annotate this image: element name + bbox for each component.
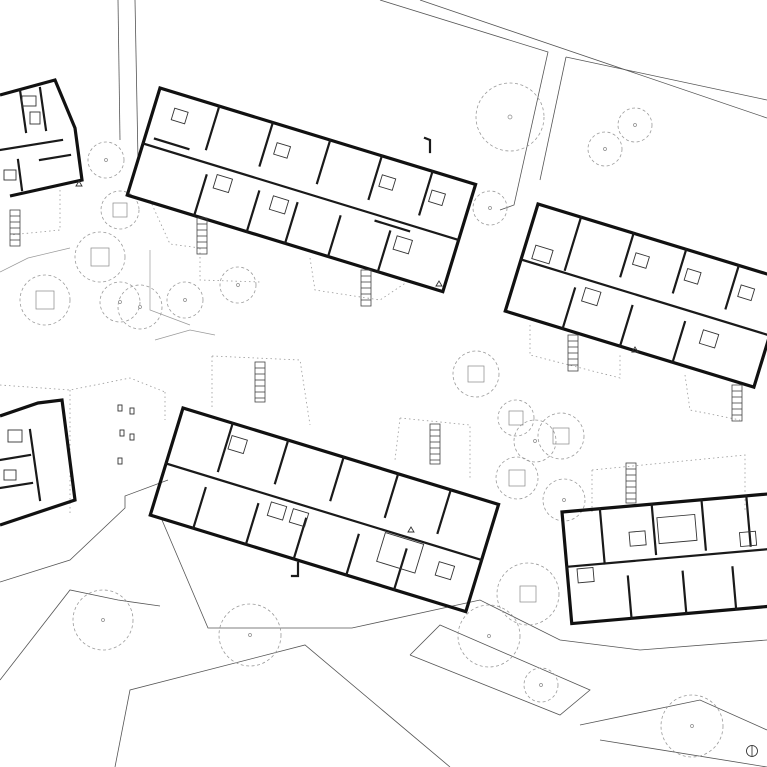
stair	[625, 462, 637, 504]
tree	[660, 694, 724, 758]
tree	[496, 562, 560, 626]
tree	[542, 478, 586, 522]
stair	[429, 423, 441, 465]
wall-marker	[290, 561, 300, 578]
north-arrow-icon	[746, 745, 758, 757]
tree	[117, 284, 163, 330]
block-left-partial	[0, 398, 135, 527]
stair	[360, 269, 372, 307]
tree	[537, 412, 585, 460]
tree	[495, 456, 539, 500]
tree	[457, 604, 521, 668]
tree	[587, 131, 623, 167]
tree	[452, 350, 500, 398]
stair	[567, 334, 579, 372]
tree	[475, 82, 545, 152]
tree	[617, 107, 653, 143]
tree	[87, 141, 125, 179]
tree	[72, 589, 134, 651]
stair	[196, 217, 208, 255]
stair	[731, 384, 743, 422]
block-center-lower	[148, 406, 501, 614]
tree	[472, 190, 508, 226]
tree	[74, 231, 126, 283]
block-top-center	[125, 86, 478, 294]
tree	[218, 603, 282, 667]
stair	[9, 209, 21, 247]
terrace-outlines	[0, 190, 746, 515]
block-top-left-partial	[0, 78, 84, 198]
tree	[166, 281, 204, 319]
stair	[254, 361, 266, 403]
tree	[513, 419, 557, 463]
tree	[219, 266, 257, 304]
tree	[19, 274, 71, 326]
tree	[100, 190, 140, 230]
tree	[497, 399, 535, 437]
stairs	[9, 209, 743, 504]
trees	[19, 82, 724, 758]
tree	[523, 667, 559, 703]
tree	[99, 281, 141, 323]
entrance-markers	[75, 180, 639, 533]
block-right-upper	[503, 202, 767, 390]
wall-marker	[423, 136, 432, 154]
block-right-lower	[560, 491, 767, 626]
